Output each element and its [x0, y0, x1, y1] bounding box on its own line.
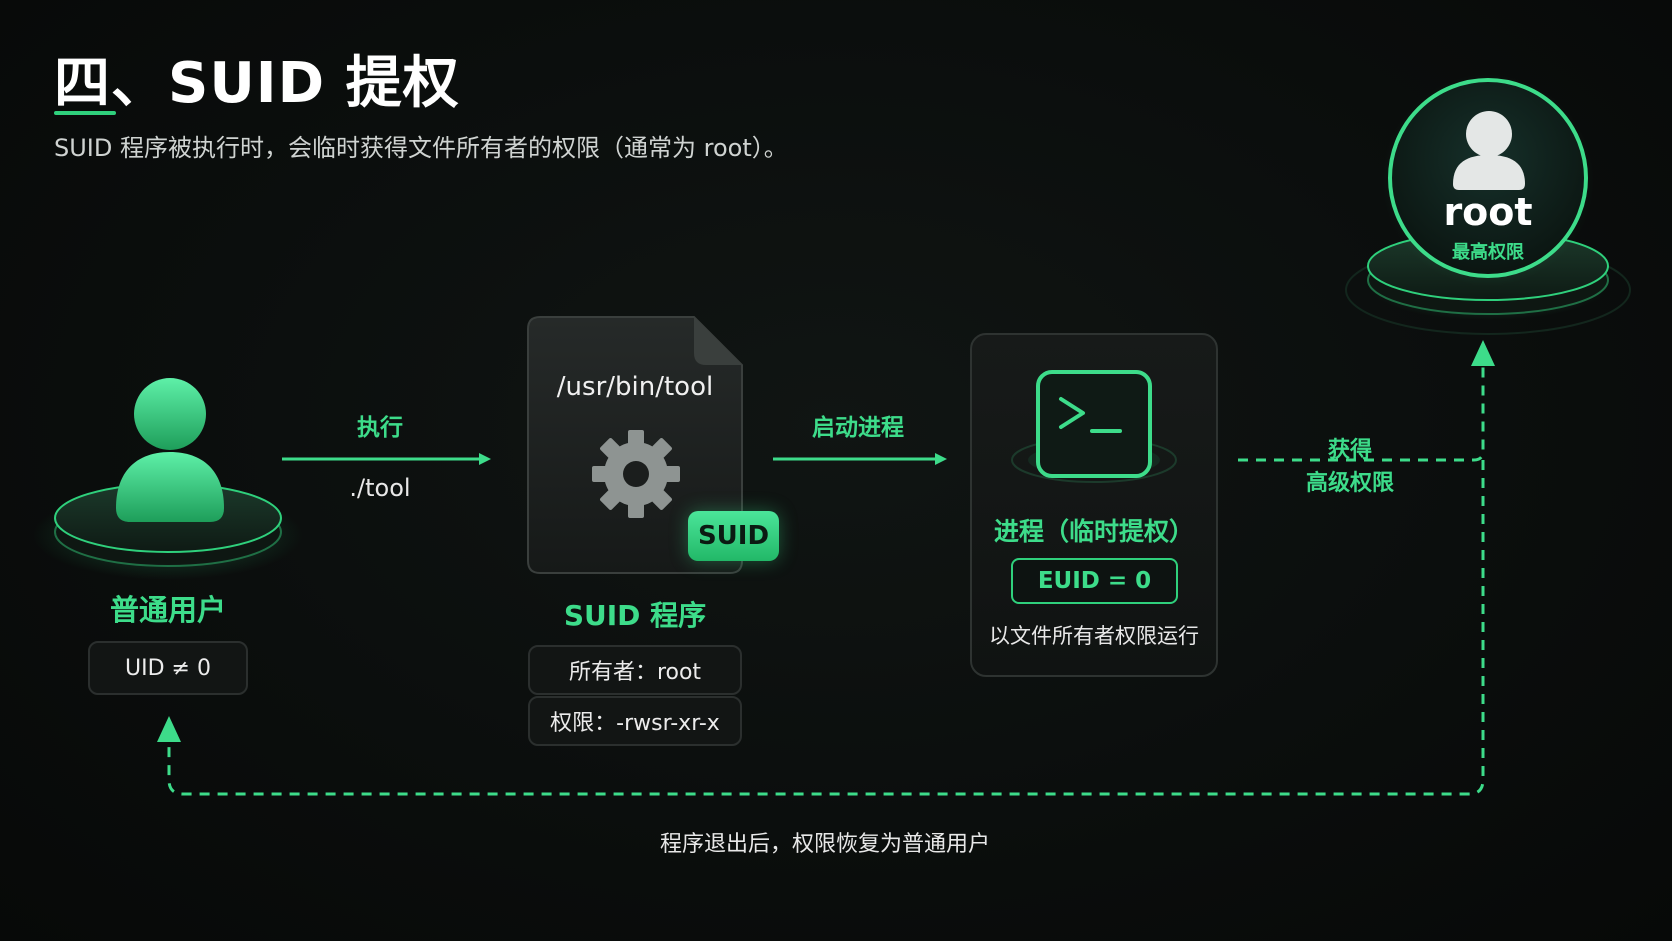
gain-privilege-arrowhead: [1471, 340, 1495, 366]
process-title: 进程（临时提权）: [993, 517, 1194, 546]
file-path: /usr/bin/tool: [556, 372, 714, 402]
root-sublabel: 最高权限: [1452, 242, 1524, 263]
title-underline: [54, 111, 116, 115]
terminal-icon-layer: [1011, 370, 1177, 483]
execute-command: ./tool: [349, 474, 411, 502]
permissions-pill: 权限：-rwsr-xr-x: [528, 696, 742, 746]
terminal-icon: [1036, 370, 1152, 478]
owner-pill: 所有者：root: [528, 645, 742, 695]
suid-badge: SUID: [688, 511, 779, 561]
gain-label-line2: 高级权限: [1305, 471, 1394, 496]
user-icon: [116, 378, 224, 522]
suid-program-label: SUID 程序: [563, 599, 707, 632]
gain-label-line1: 获得: [1327, 438, 1372, 463]
process-description: 以文件所有者权限运行: [989, 624, 1199, 648]
root-user-icon: [1453, 111, 1525, 190]
root-label: root: [1443, 190, 1533, 234]
return-dashed-line: [167, 460, 1485, 796]
user-label: 普通用户: [109, 593, 226, 627]
euid-box: EUID = 0: [1011, 558, 1178, 604]
page-title: 四、SUID 提权: [54, 51, 460, 116]
return-label: 程序退出后，权限恢复为普通用户: [659, 832, 990, 857]
gain-privilege-dashed-line: [1238, 350, 1485, 462]
execute-label: 执行: [357, 415, 403, 441]
page-subtitle: SUID 程序被执行时，会临时获得文件所有者的权限（通常为 root）。: [54, 134, 788, 162]
uid-pill: UID ≠ 0: [88, 641, 248, 695]
gear-icon: [592, 430, 680, 518]
return-arrowhead: [157, 716, 181, 742]
launch-label: 启动进程: [812, 415, 904, 441]
